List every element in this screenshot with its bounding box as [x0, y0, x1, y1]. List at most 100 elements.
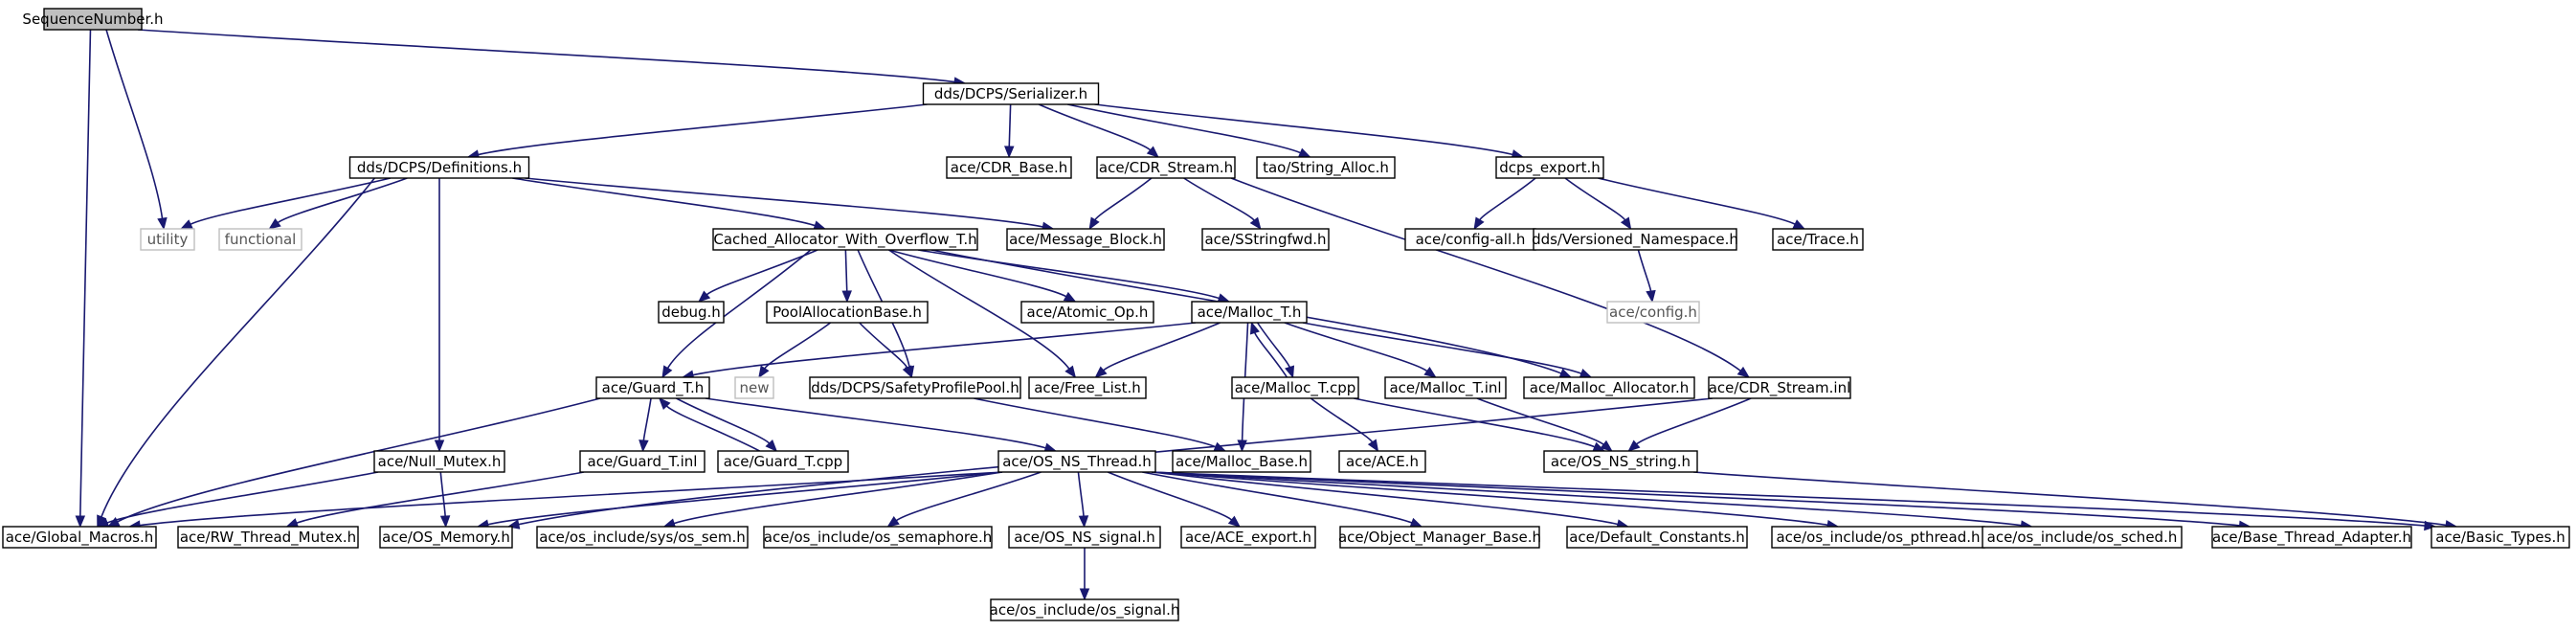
edge-line	[139, 471, 1003, 527]
node-ace-trace-h[interactable]: ace/Trace.h	[1772, 228, 1864, 251]
node-ace-free-list-h[interactable]: ace/Free_List.h	[1028, 376, 1147, 399]
node-box	[1495, 156, 1604, 179]
node-ace-base-thread-adapter-h[interactable]: ace/Base_Thread_Adapter.h	[2211, 526, 2412, 549]
node-box	[1256, 156, 1396, 179]
edge-poolallocationbase-h-to-dds-dcps-safetyprofilepool-h	[859, 322, 913, 379]
node-ace-guard-t-inl[interactable]: ace/Guard_T.inl	[579, 450, 706, 473]
node-poolallocationbase-h[interactable]: PoolAllocationBase.h	[766, 301, 929, 324]
edge-line	[1151, 471, 1828, 527]
node-ace-atomic-op-h[interactable]: ace/Atomic_Op.h	[1020, 301, 1154, 324]
node-ace-os-memory-h[interactable]: ace/OS_Memory.h	[379, 526, 513, 549]
node-ace-os-include-os-sched-h[interactable]: ace/os_include/os_sched.h	[1982, 526, 2183, 549]
node-box	[763, 526, 993, 549]
edge-arrowhead	[1227, 515, 1242, 528]
edge-arrowhead	[434, 439, 445, 453]
node-ace-object-manager-base-h[interactable]: ace/Object_Manager_Base.h	[1338, 526, 1541, 549]
node-ace-malloc-t-inl[interactable]: ace/Malloc_T.inl	[1384, 376, 1507, 399]
node-ace-os-include-sys-os-sem-h[interactable]: ace/os_include/sys/os_sem.h	[536, 526, 749, 549]
node-ace-ace-h[interactable]: ace/ACE.h	[1338, 450, 1426, 473]
node-label: ace/Message_Block.h	[1009, 231, 1162, 249]
node-new[interactable]: new	[734, 376, 774, 399]
node-label: dcps_export.h	[1499, 159, 1600, 177]
edge-line	[888, 249, 1067, 298]
node-ace-os-ns-thread-h[interactable]: ace/OS_NS_Thread.h	[997, 450, 1156, 473]
node-label: PoolAllocationBase.h	[773, 304, 922, 321]
edge-line	[439, 471, 446, 517]
node-ace-guard-t-cpp[interactable]: ace/Guard_T.cpp	[717, 450, 849, 473]
node-box	[373, 450, 505, 473]
node-tao-string-alloc-h[interactable]: tao/String_Alloc.h	[1256, 156, 1396, 179]
node-ace-basic-types-h[interactable]: ace/Basic_Types.h	[2430, 526, 2570, 549]
node-dds-dcps-serializer-h[interactable]: dds/DCPS/Serializer.h	[922, 82, 1100, 105]
edge-arrowhead	[765, 439, 778, 452]
node-ace-config-h[interactable]: ace/config.h	[1606, 301, 1700, 324]
node-utility[interactable]: utility	[140, 228, 195, 251]
node-ace-os-ns-string-h[interactable]: ace/OS_NS_string.h	[1543, 450, 1698, 473]
node-label: utility	[147, 231, 189, 248]
node-label: ace/config.h	[1609, 304, 1697, 321]
node-label: ace/OS_NS_string.h	[1551, 453, 1691, 471]
edge-line	[1142, 471, 1413, 524]
node-functional[interactable]: functional	[218, 228, 302, 251]
node-ace-default-constants-h[interactable]: ace/Default_Constants.h	[1566, 526, 1748, 549]
node-ace-rw-thread-mutex-h[interactable]: ace/RW_Thread_Mutex.h	[177, 526, 359, 549]
node-ace-ace-export-h[interactable]: ace/ACE_export.h	[1180, 526, 1316, 549]
node-box	[379, 526, 513, 549]
node-ace-os-ns-signal-h[interactable]: ace/OS_NS_signal.h	[1008, 526, 1161, 549]
edge-line	[117, 397, 601, 523]
node-ace-null-mutex-h[interactable]: ace/Null_Mutex.h	[373, 450, 505, 473]
edge-arrowhead	[902, 365, 913, 379]
edge-ace-malloc-t-cpp-to-ace-malloc-t-h	[1249, 321, 1288, 378]
edge-arrowhead	[1600, 439, 1613, 452]
node-ace-cdr-stream-h[interactable]: ace/CDR_Stream.h	[1096, 156, 1236, 179]
node-box	[2430, 526, 2570, 549]
node-box	[1384, 376, 1507, 399]
node-ace-os-include-os-signal-h[interactable]: ace/os_include/os_signal.h	[990, 598, 1180, 621]
node-ace-cdr-base-h[interactable]: ace/CDR_Base.h	[946, 156, 1072, 179]
node-label: ace/Default_Constants.h	[1569, 529, 1745, 547]
node-box	[1606, 301, 1700, 324]
node-dcps-export-h[interactable]: dcps_export.h	[1495, 156, 1604, 179]
node-box	[734, 376, 774, 399]
node-dds-dcps-definitions-h[interactable]: dds/DCPS/Definitions.h	[348, 156, 530, 179]
edge-arrowhead	[1579, 369, 1593, 378]
node-dds-versioned-namespace-h[interactable]: dds/Versioned_Namespace.h	[1532, 228, 1738, 251]
edge-arrowhead	[1627, 439, 1641, 452]
node-ace-cdr-stream-inl[interactable]: ace/CDR_Stream.inl	[1708, 376, 1851, 399]
edge-arrowhead	[1078, 515, 1089, 529]
node-box	[1006, 228, 1165, 251]
edge-dds-dcps-definitions-h-to-functional	[268, 177, 408, 230]
node-ace-malloc-allocator-h[interactable]: ace/Malloc_Allocator.h	[1523, 376, 1695, 399]
node-cached-allocator-with-overflow-t-h[interactable]: Cached_Allocator_With_Overflow_T.h	[712, 228, 978, 251]
node-label: functional	[225, 231, 297, 248]
node-debug-h[interactable]: debug.h	[658, 301, 725, 324]
node-ace-guard-t-h[interactable]: ace/Guard_T.h	[595, 376, 710, 399]
node-ace-malloc-base-h[interactable]: ace/Malloc_Base.h	[1172, 450, 1311, 473]
node-box	[1708, 376, 1851, 399]
node-ace-message-block-h[interactable]: ace/Message_Block.h	[1006, 228, 1165, 251]
node-ace-os-include-os-semaphore-h[interactable]: ace/os_include/os_semaphore.h	[763, 526, 993, 549]
edge-arrowhead	[1004, 146, 1015, 159]
node-ace-sstringfwd-h[interactable]: ace/SStringfwd.h	[1201, 228, 1330, 251]
edge-ace-os-ns-thread-h-to-ace-base-thread-adapter-h	[1151, 471, 2251, 531]
edge-ace-cdr-stream-inl-to-ace-os-ns-string-h	[1627, 397, 1752, 452]
node-sequencenumber-h[interactable]: SequenceNumber.h	[22, 8, 164, 31]
node-label: ace/Malloc_Base.h	[1176, 453, 1308, 471]
edge-arrowhead	[1146, 146, 1159, 158]
node-ace-global-macros-h[interactable]: ace/Global_Macros.h	[2, 526, 157, 549]
node-ace-malloc-t-h[interactable]: ace/Malloc_T.h	[1191, 301, 1308, 324]
edge-line	[1094, 177, 1153, 221]
node-label: ace/OS_Memory.h	[382, 529, 510, 547]
node-label: ace/Null_Mutex.h	[378, 453, 502, 471]
node-ace-os-include-os-pthread-h[interactable]: ace/os_include/os_pthread.h	[1771, 526, 1985, 549]
edge-dds-dcps-serializer-h-to-dds-dcps-definitions-h	[466, 103, 928, 160]
node-ace-malloc-t-cpp[interactable]: ace/Malloc_T.cpp	[1231, 376, 1359, 399]
node-ace-config-all-h[interactable]: ace/config-all.h	[1404, 228, 1536, 251]
node-label: dds/DCPS/SafetyProfilePool.h	[811, 379, 1019, 396]
edge-line	[1692, 471, 2447, 527]
edge-line	[1354, 397, 1596, 448]
node-label: ace/os_include/os_pthread.h	[1776, 529, 1980, 547]
node-dds-dcps-safetyprofilepool-h[interactable]: dds/DCPS/SafetyProfilePool.h	[809, 376, 1021, 399]
edge-line	[1077, 471, 1085, 517]
edge-cached-allocator-with-overflow-t-h-to-ace-free-list-h	[888, 249, 1077, 379]
